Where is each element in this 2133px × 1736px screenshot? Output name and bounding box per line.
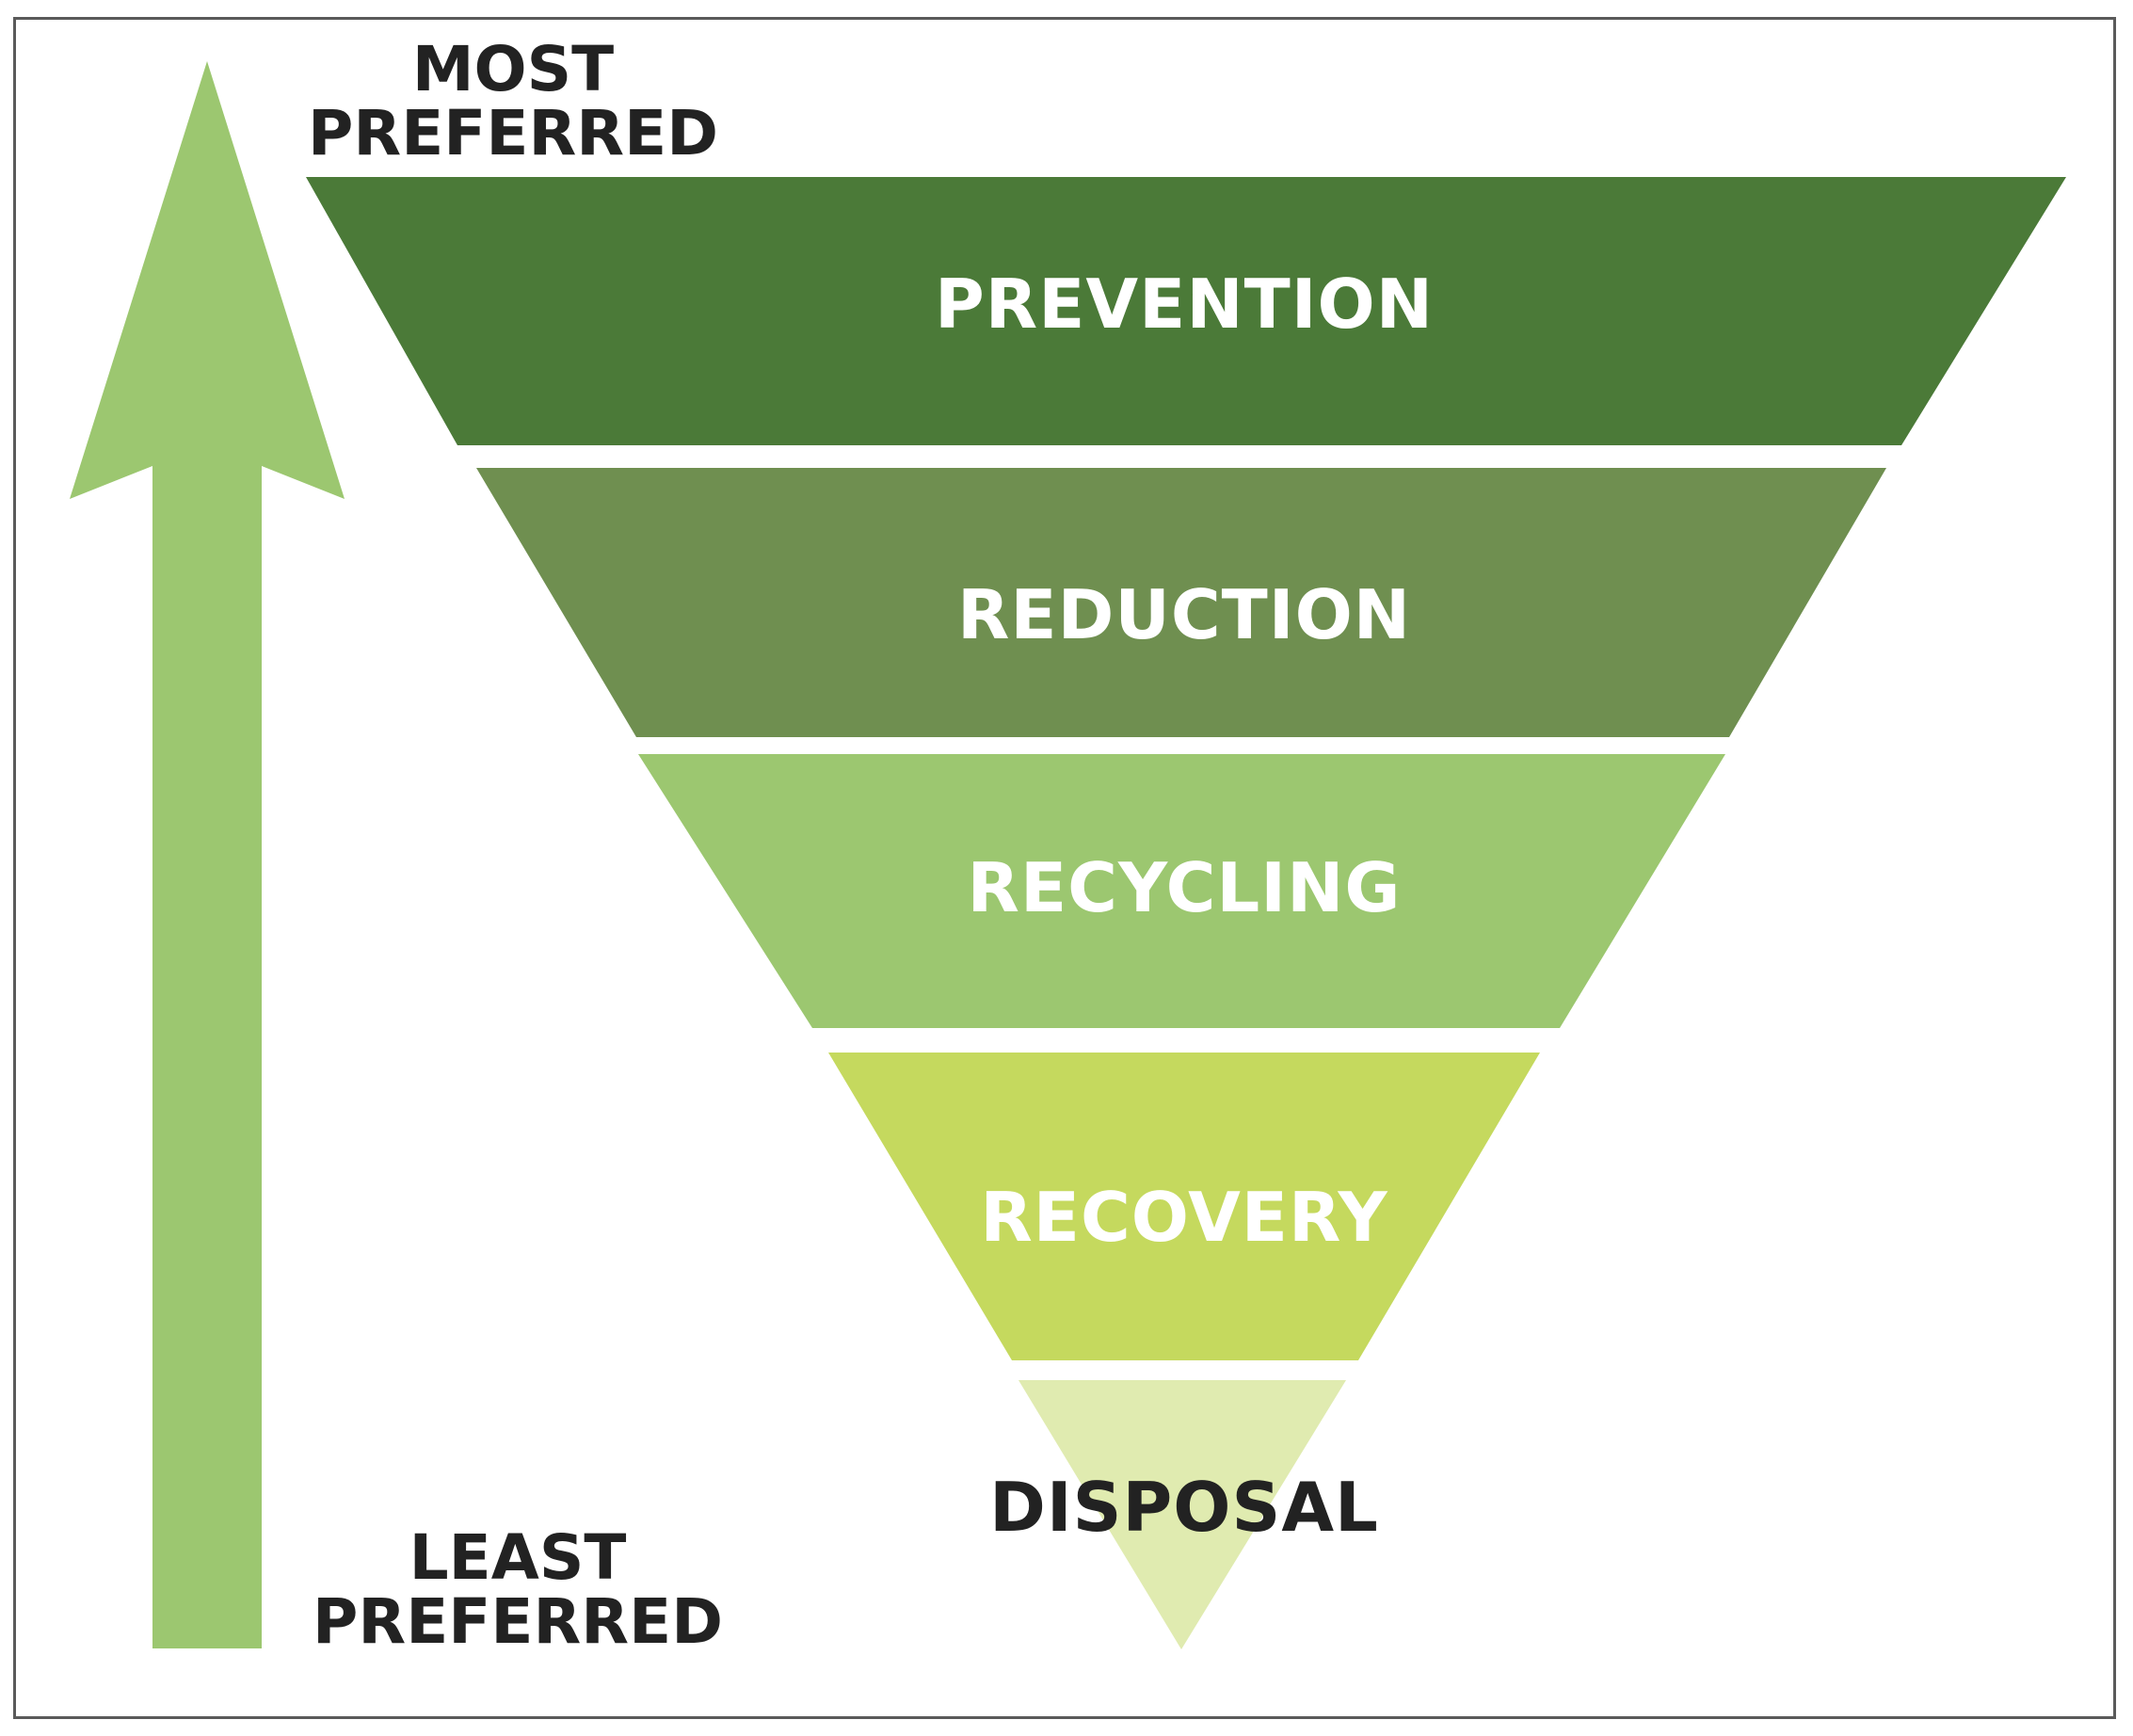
most-preferred-label-line2: PREFERRED bbox=[308, 97, 718, 169]
tier-disposal bbox=[1018, 1380, 1346, 1649]
preference-arrow bbox=[70, 61, 345, 1648]
tier-prevention bbox=[306, 177, 2066, 445]
tier-recycling bbox=[638, 754, 1725, 1028]
tier-label-prevention: PREVENTION bbox=[935, 265, 1434, 344]
tier-label-recovery: RECOVERY bbox=[980, 1178, 1387, 1257]
most-preferred-label-line1: MOST bbox=[412, 33, 614, 105]
tier-label-recycling: RECYCLING bbox=[968, 848, 1402, 927]
least-preferred-label-line1: LEAST bbox=[409, 1521, 627, 1594]
tier-label-disposal: DISPOSAL bbox=[989, 1468, 1379, 1547]
least-preferred-label-line2: PREFERRED bbox=[313, 1585, 723, 1658]
tier-label-reduction: REDUCTION bbox=[957, 575, 1411, 654]
tier-recovery bbox=[828, 1053, 1540, 1360]
tier-reduction bbox=[476, 468, 1886, 737]
